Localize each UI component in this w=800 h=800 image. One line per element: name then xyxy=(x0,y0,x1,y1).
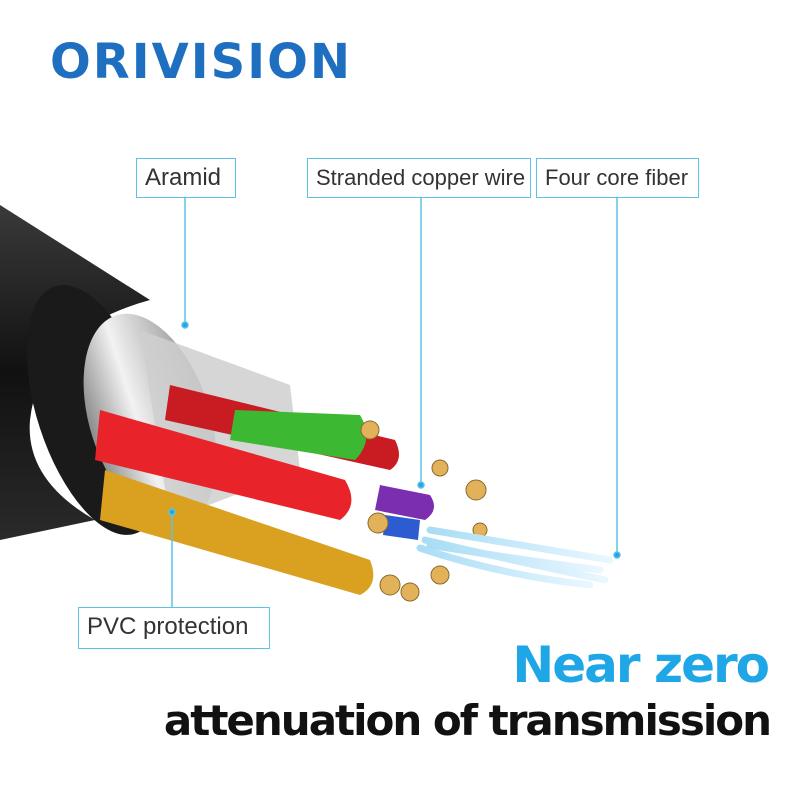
label-stranded-copper-wire: Stranded copper wire xyxy=(307,158,531,198)
wire-green xyxy=(230,410,367,460)
headline-near-zero: Near zero xyxy=(512,636,770,694)
wire-yellow xyxy=(100,470,374,595)
label-four-core-fiber: Four core fiber xyxy=(536,158,699,198)
label-pvc-protection: PVC protection xyxy=(78,607,270,649)
wire-red xyxy=(95,410,352,520)
brand-logo: ORIVISION xyxy=(50,34,353,90)
callout-leaders xyxy=(168,198,621,607)
copper-strand-ends xyxy=(360,420,488,602)
label-aramid: Aramid xyxy=(136,158,236,198)
wire-purple xyxy=(375,485,434,520)
fiber-strands xyxy=(416,526,614,589)
wire-blue xyxy=(383,515,420,540)
cable-jacket xyxy=(0,205,150,540)
headline-attenuation: attenuation of transmission xyxy=(163,696,772,745)
